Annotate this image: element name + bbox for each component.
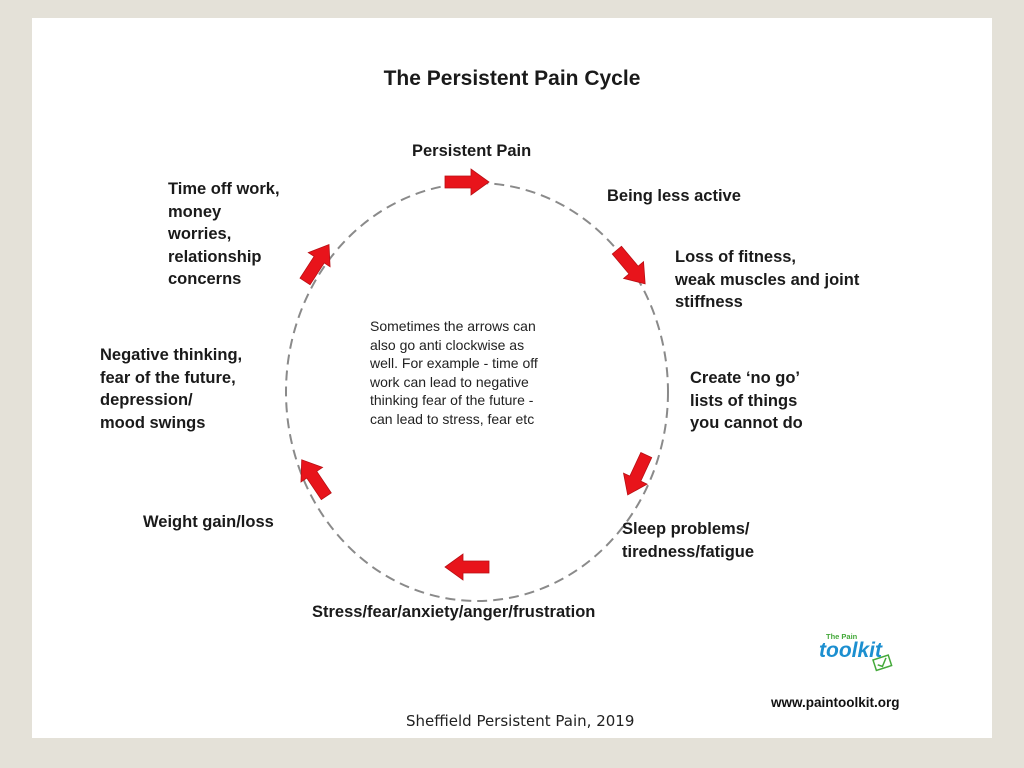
- cycle-arrow-5: [300, 459, 332, 501]
- center-note: Sometimes the arrows can also go anti cl…: [370, 318, 538, 427]
- logo-line1: The Pain: [826, 632, 858, 641]
- cycle-arrow-1: [444, 168, 490, 196]
- cycle-arrow-6: [299, 243, 331, 286]
- cycle-diagram: [285, 168, 669, 602]
- cycle-arrow-2: [611, 245, 646, 285]
- pain-toolkit-logo: The Pain toolkit: [819, 632, 893, 672]
- cycle-arrow-3: [622, 451, 653, 496]
- label-persistent-pain: Persistent Pain: [412, 142, 532, 160]
- cycle-arrow-4: [444, 553, 490, 581]
- logo-line2: toolkit: [819, 639, 883, 662]
- label-stress-fear: Stress/fear/anxiety/anger/frustration: [312, 603, 596, 621]
- label-loss-of-fitness: Loss of fitness, weak muscles and joint …: [675, 248, 860, 311]
- label-no-go-lists: Create ‘no go’ lists of things you canno…: [690, 369, 803, 432]
- label-weight-gain-loss: Weight gain/loss: [143, 513, 274, 531]
- logo-card-icon: [872, 654, 893, 672]
- label-time-off-work: Time off work, money worries, relationsh…: [168, 180, 280, 288]
- page-title: The Persistent Pain Cycle: [383, 67, 641, 90]
- footer-credit: Sheffield Persistent Pain, 2019: [406, 712, 635, 730]
- label-sleep-problems: Sleep problems/ tiredness/fatigue: [622, 520, 755, 561]
- slide: The Persistent Pain Cycle Persistent Pai…: [32, 18, 992, 738]
- website-link[interactable]: www.paintoolkit.org: [771, 695, 900, 710]
- label-negative-thinking: Negative thinking, fear of the future, d…: [100, 346, 243, 432]
- cycle-arrows: [299, 168, 653, 581]
- label-being-less-active: Being less active: [607, 187, 741, 205]
- cycle-circle: [285, 182, 669, 602]
